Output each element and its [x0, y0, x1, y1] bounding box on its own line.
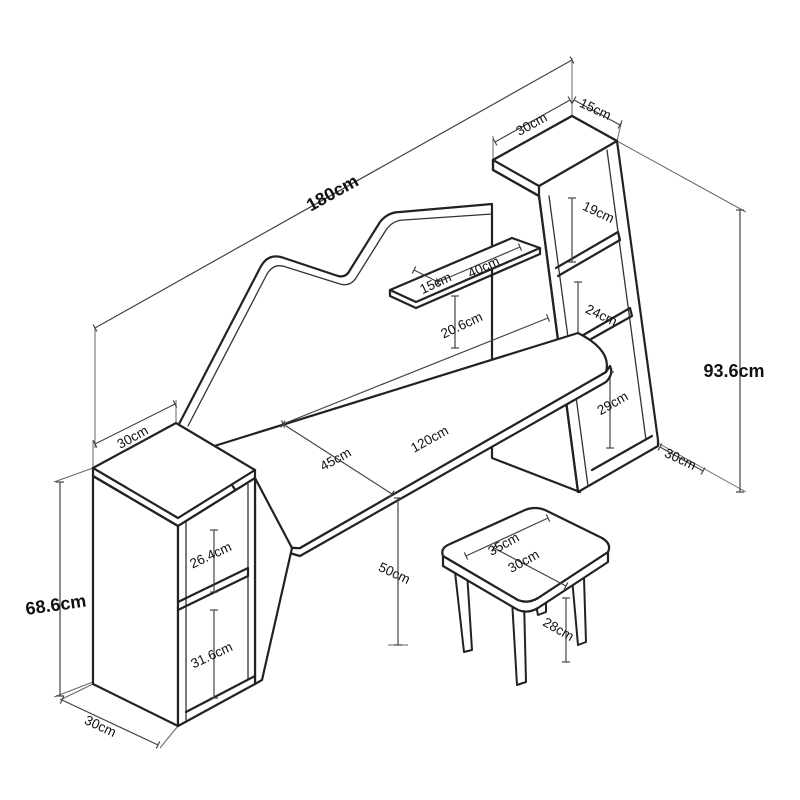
dimension-line-120cm [280, 314, 551, 428]
tower-shelf-upper [554, 230, 622, 278]
cabinet-left-face [91, 474, 180, 728]
extension-line [59, 683, 94, 701]
tower-shelf-lower [590, 434, 654, 472]
extension-line [616, 140, 747, 213]
dimension-line-cabinet-depth-30cm [59, 696, 161, 749]
label-cabinet-depth: 30cm [82, 712, 118, 740]
dimension-line-cabinet-30cm [92, 400, 178, 448]
label-stool-height: 28cm [540, 614, 576, 643]
label-cabinet-height: 68.6cm [24, 591, 87, 619]
stool [441, 506, 611, 686]
dimension-line-45cm [280, 420, 395, 498]
dimension-line-35cm [463, 514, 551, 560]
extension-line [159, 725, 179, 749]
tower-back-inner-edge [606, 149, 647, 441]
cabinet-top-edge [91, 466, 257, 528]
label-overall-height: 93.6cm [703, 361, 764, 381]
cabinet-shelf-face [176, 476, 257, 728]
stool-leg [511, 599, 527, 686]
dimension-line-tower-base-30cm [657, 443, 706, 475]
label-desk-height: 50cm [376, 559, 412, 587]
stool-leg [454, 571, 473, 653]
tower-shelf-middle [564, 306, 634, 354]
extension-line [53, 467, 94, 483]
label-overall-width: 180cm [303, 171, 362, 216]
dimension-line-15cm-top [571, 96, 623, 129]
label-tower-base-depth: 30cm [662, 445, 698, 473]
dimension-line-tower-30cm [492, 96, 573, 146]
cabinet-bottom-shelf [184, 674, 257, 714]
label-tower-top-width: 15cm [577, 95, 613, 123]
outer-dimension-lines [56, 56, 744, 749]
dimension-line-stool-30cm [491, 544, 569, 590]
dimension-line-180cm [92, 56, 575, 332]
